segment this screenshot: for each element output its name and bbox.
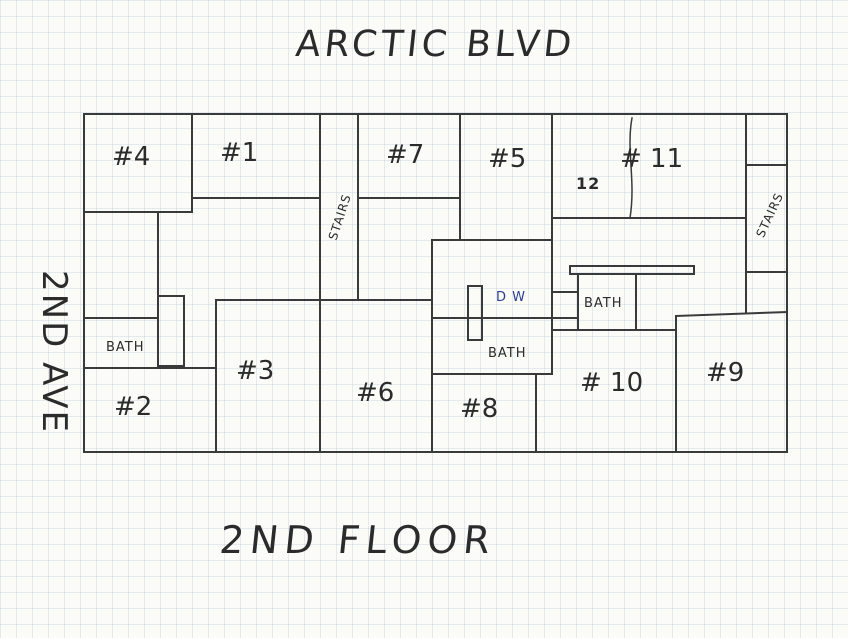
dw-label: D W xyxy=(496,290,526,305)
room-2: #2 xyxy=(114,392,153,422)
room-4: #4 xyxy=(112,142,151,172)
bath-left-label: BATH xyxy=(106,340,145,355)
bath-right-label: BATH xyxy=(584,296,623,311)
room-6: #6 xyxy=(356,378,395,408)
room-3: #3 xyxy=(236,356,275,386)
room-8: #8 xyxy=(460,394,499,424)
street-label: ARCTIC BLVD xyxy=(293,24,578,65)
room-9: #9 xyxy=(706,358,745,388)
side-street-label: 2ND AVE xyxy=(33,270,74,434)
room-12: 12 xyxy=(576,174,601,193)
room-7: #7 xyxy=(386,140,425,170)
floor-label: 2ND FLOOR xyxy=(217,518,499,562)
room-11: # 11 xyxy=(620,144,684,174)
room-10: # 10 xyxy=(580,368,644,398)
bath-center-label: BATH xyxy=(488,346,527,361)
room-5: #5 xyxy=(488,144,527,174)
room-1: #1 xyxy=(220,138,259,168)
